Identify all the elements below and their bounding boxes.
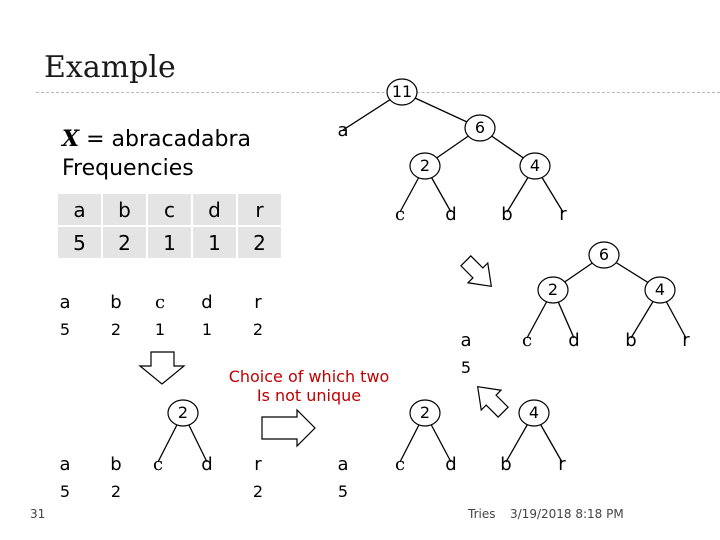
leaf-symbol: b — [625, 330, 637, 351]
leaf-symbol: r — [559, 204, 567, 225]
leaf-symbol: a — [337, 454, 349, 475]
leaf-symbol: r — [254, 292, 262, 313]
tree-node — [409, 152, 441, 180]
page-number: 31 — [30, 507, 46, 521]
leaf-count: 2 — [110, 482, 122, 501]
leaf-count: 2 — [110, 320, 122, 339]
tree-node-label: 4 — [529, 156, 541, 175]
leaf-count: 1 — [154, 320, 166, 339]
diagonal-arrow-icon — [460, 255, 493, 288]
frequency-counts-row: 5 2 1 1 2 — [56, 225, 283, 260]
leaf-symbol: d — [445, 204, 457, 225]
tree-node — [644, 276, 676, 304]
freq-symbol: r — [236, 192, 283, 227]
leaf-symbol: d — [201, 454, 213, 475]
leaf-symbol: r — [254, 454, 262, 475]
leaf-symbol: c — [521, 330, 533, 351]
string-value: = abracadabra — [79, 127, 251, 152]
freq-count: 2 — [236, 225, 283, 260]
leaf-symbol: r — [558, 454, 566, 475]
freq-count: 1 — [146, 225, 193, 260]
tree-node-label: 4 — [528, 403, 540, 422]
tree-node — [386, 78, 418, 106]
freq-symbol: a — [56, 192, 103, 227]
tree-node-label: 2 — [177, 403, 189, 422]
string-definition: X = abracadabra — [62, 126, 251, 152]
leaf-symbol: c — [154, 292, 166, 313]
diagonal-arrow-icon — [476, 385, 509, 418]
leaf-count: 5 — [59, 482, 71, 501]
leaf-symbol: d — [568, 330, 580, 351]
note-line: Is not unique — [256, 386, 362, 405]
leaf-symbol: a — [59, 454, 71, 475]
freq-symbol: b — [101, 192, 148, 227]
tree-node-label: 6 — [598, 245, 610, 264]
frequencies-label: Frequencies — [62, 156, 194, 181]
leaf-symbol: a — [460, 330, 472, 351]
frequency-symbols-row: a b c d r — [56, 192, 283, 227]
annotation-note: Choice of which two Is not unique — [209, 367, 409, 405]
tree-node-label: 6 — [474, 118, 486, 137]
tree-node — [588, 241, 620, 269]
leaf-symbol: a — [337, 120, 349, 141]
leaf-count: 1 — [201, 320, 213, 339]
leaf-symbol: d — [201, 292, 213, 313]
leaf-symbol: b — [501, 204, 513, 225]
leaf-symbol: a — [59, 292, 71, 313]
tree-node-label: 2 — [419, 403, 431, 422]
leaf-symbol: b — [110, 292, 122, 313]
tree-node-label: 2 — [547, 280, 559, 299]
tree-node — [518, 399, 550, 427]
leaf-symbol: b — [500, 454, 512, 475]
leaf-symbol: r — [682, 330, 690, 351]
note-line: Choice of which two — [228, 367, 390, 386]
leaf-count: 5 — [59, 320, 71, 339]
tree-node-label: 4 — [654, 280, 666, 299]
right-arrow-icon — [261, 408, 316, 448]
leaf-symbol: d — [445, 454, 457, 475]
tree-node-label: 11 — [391, 82, 413, 101]
frequency-table: a b c d r 5 2 1 1 2 — [56, 192, 283, 260]
freq-count: 1 — [191, 225, 238, 260]
leaf-count: 5 — [460, 358, 472, 377]
freq-count: 5 — [56, 225, 103, 260]
leaf-symbol: c — [152, 454, 164, 475]
footer-date: 3/19/2018 8:18 PM — [510, 507, 624, 521]
tree-node-label: 2 — [419, 156, 431, 175]
tree-node — [167, 399, 199, 427]
freq-symbol: d — [191, 192, 238, 227]
tree-node — [409, 399, 441, 427]
tree-node — [464, 114, 496, 142]
leaf-count: 2 — [252, 482, 264, 501]
leaf-symbol: c — [394, 204, 406, 225]
tree-node — [519, 152, 551, 180]
title-divider — [36, 92, 720, 93]
footer-topic: Tries — [468, 507, 496, 521]
leaf-count: 5 — [337, 482, 349, 501]
freq-symbol: c — [146, 192, 193, 227]
slide-title: Example — [44, 50, 176, 85]
leaf-symbol: b — [110, 454, 122, 475]
down-arrow-icon — [138, 351, 186, 385]
freq-count: 2 — [101, 225, 148, 260]
leaf-symbol: c — [394, 454, 406, 475]
string-variable: X — [62, 126, 80, 152]
tree-node — [537, 276, 569, 304]
leaf-count: 2 — [252, 320, 264, 339]
